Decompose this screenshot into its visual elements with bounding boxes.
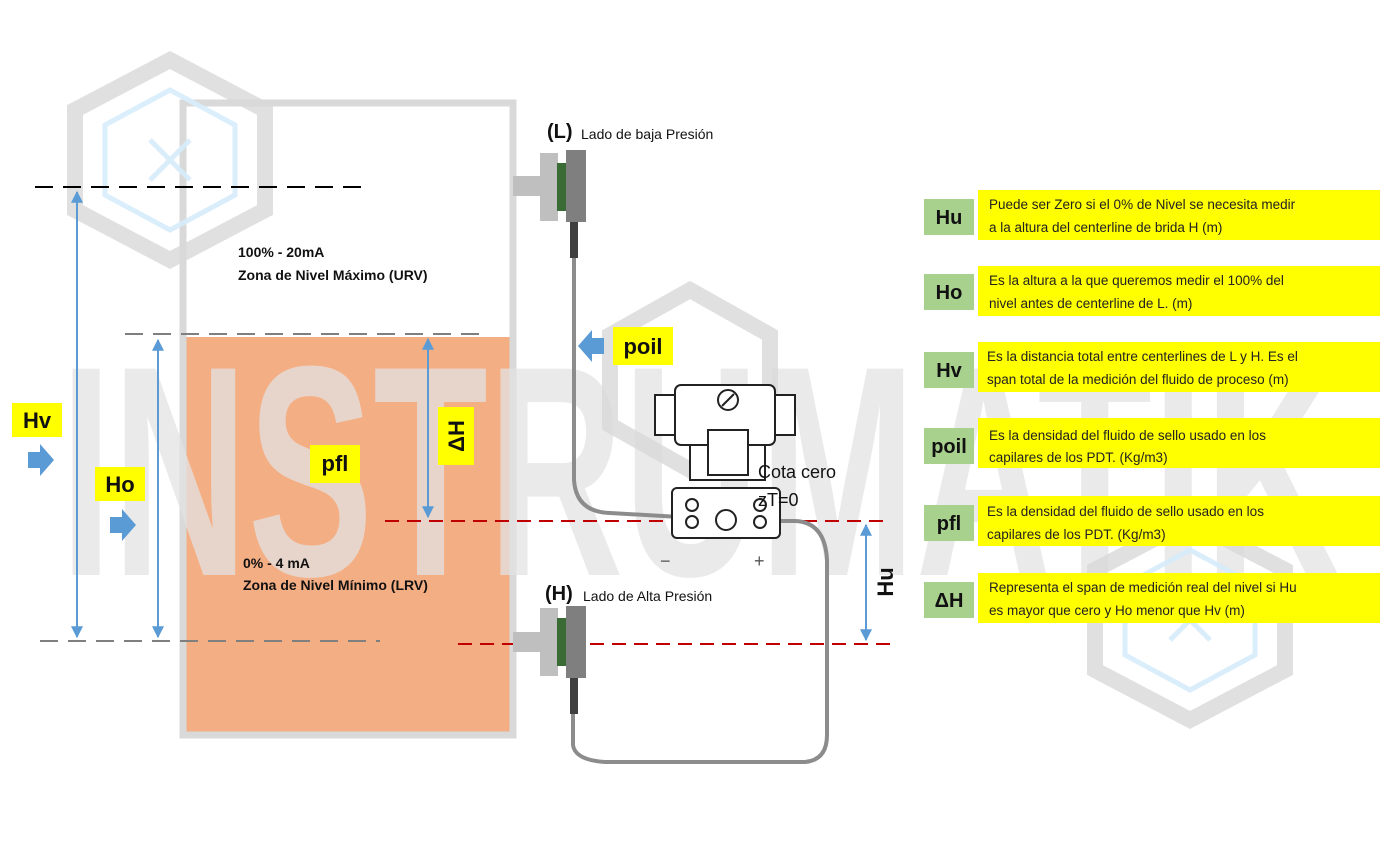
port-labels: (L) Lado de baja Presión (H) Lado de Alt… [545, 121, 713, 605]
block-arrows [28, 330, 604, 541]
svg-text:Ho: Ho [936, 282, 963, 304]
tank [179, 99, 517, 739]
definition-hu: Hu Puede ser Zero si el 0% de Nivel se n… [924, 190, 1380, 240]
zt-label: zT=0 [758, 490, 799, 510]
definition-ho: Ho Es la altura a la que queremos medir … [924, 266, 1380, 316]
delta-h-label: ΔH [444, 420, 469, 452]
svg-text:Hv: Hv [936, 360, 962, 382]
svg-text:Es la densidad del fluido de s: Es la densidad del fluido de sello usado… [989, 428, 1266, 443]
svg-text:Es la distancia total entre ce: Es la distancia total entre centerlines … [987, 349, 1298, 364]
definition-delta-h: ΔH Representa el span de medición real d… [924, 573, 1380, 623]
definition-pfl: pfl Es la densidad del fluido de sello u… [924, 496, 1380, 546]
urv-percent-label: 100% - 20mA [238, 244, 324, 260]
svg-text:poil: poil [931, 436, 967, 458]
low-pressure-seal [513, 150, 586, 258]
high-side-tag: (H) [545, 583, 573, 605]
definitions-legend: Hu Puede ser Zero si el 0% de Nivel se n… [924, 190, 1380, 623]
svg-text:span total de la medición del: span total de la medición del fluido de … [987, 372, 1289, 387]
lrv-percent-label: 0% - 4 mA [243, 555, 310, 571]
lrv-zone-label: Zona de Nivel Mínimo (LRV) [243, 577, 428, 593]
process-fluid [186, 337, 510, 732]
dimension-arrows [71, 190, 872, 642]
svg-text:capilares de los PDT. (Kg/m3): capilares de los PDT. (Kg/m3) [989, 450, 1168, 465]
tank-labels: 100% - 20mA Zona de Nivel Máximo (URV) 0… [238, 244, 428, 593]
pfl-label: pfl [322, 451, 349, 476]
svg-text:Es la altura a la que queremos: Es la altura a la que queremos medir el … [989, 273, 1284, 288]
differential-pressure-transmitter-icon [654, 384, 796, 539]
svg-text:a la altura del centerline de: a la altura del centerline de brida H (m… [989, 220, 1222, 235]
svg-text:Es la densidad del fluido de s: Es la densidad del fluido de sello usado… [987, 504, 1264, 519]
hv-arrow-icon [28, 444, 54, 476]
low-side-tag: (L) [547, 121, 573, 143]
high-pressure-seal [513, 606, 586, 714]
svg-text:capilares de los PDT. (Kg/m3): capilares de los PDT. (Kg/m3) [987, 527, 1166, 542]
svg-text:nivel antes de centerline de L: nivel antes de centerline de L. (m) [989, 296, 1192, 311]
poil-arrow-icon [578, 330, 604, 362]
low-side-capillary [572, 258, 681, 519]
svg-text:pfl: pfl [937, 513, 961, 535]
plus-sign: + [754, 551, 765, 571]
hv-label: Hv [23, 408, 52, 433]
ho-arrow-icon [110, 509, 136, 541]
svg-text:Representa el span de medición: Representa el span de medición real del … [989, 580, 1297, 595]
definition-hv: Hv Es la distancia total entre centerlin… [924, 342, 1380, 392]
svg-text:ΔH: ΔH [935, 590, 964, 612]
dimension-labels: Hv Ho ΔH Hu pfl poil [12, 327, 898, 597]
svg-text:es mayor que cero y Ho menor q: es mayor que cero y Ho menor que Hv (m) [989, 603, 1245, 618]
hu-label: Hu [873, 567, 898, 596]
svg-text:Puede ser Zero si el 0% de N: Puede ser Zero si el 0% de Nivel se nece… [989, 197, 1296, 212]
ho-label: Ho [105, 472, 134, 497]
definition-poil: poil Es la densidad del fluido de sello … [924, 418, 1380, 468]
cota-cero-label: Cota cero [758, 462, 836, 482]
transmitter-labels: Cota cero zT=0 − + [660, 462, 836, 571]
svg-text:Hu: Hu [936, 207, 963, 229]
minus-sign: − [660, 551, 671, 571]
tank-wall [179, 99, 517, 739]
capillaries [571, 258, 829, 764]
poil-label: poil [623, 334, 662, 359]
high-side-capillary [571, 519, 829, 764]
low-side-text: Lado de baja Presión [581, 126, 713, 142]
urv-zone-label: Zona de Nivel Máximo (URV) [238, 267, 428, 283]
high-side-text: Lado de Alta Presión [583, 588, 712, 604]
